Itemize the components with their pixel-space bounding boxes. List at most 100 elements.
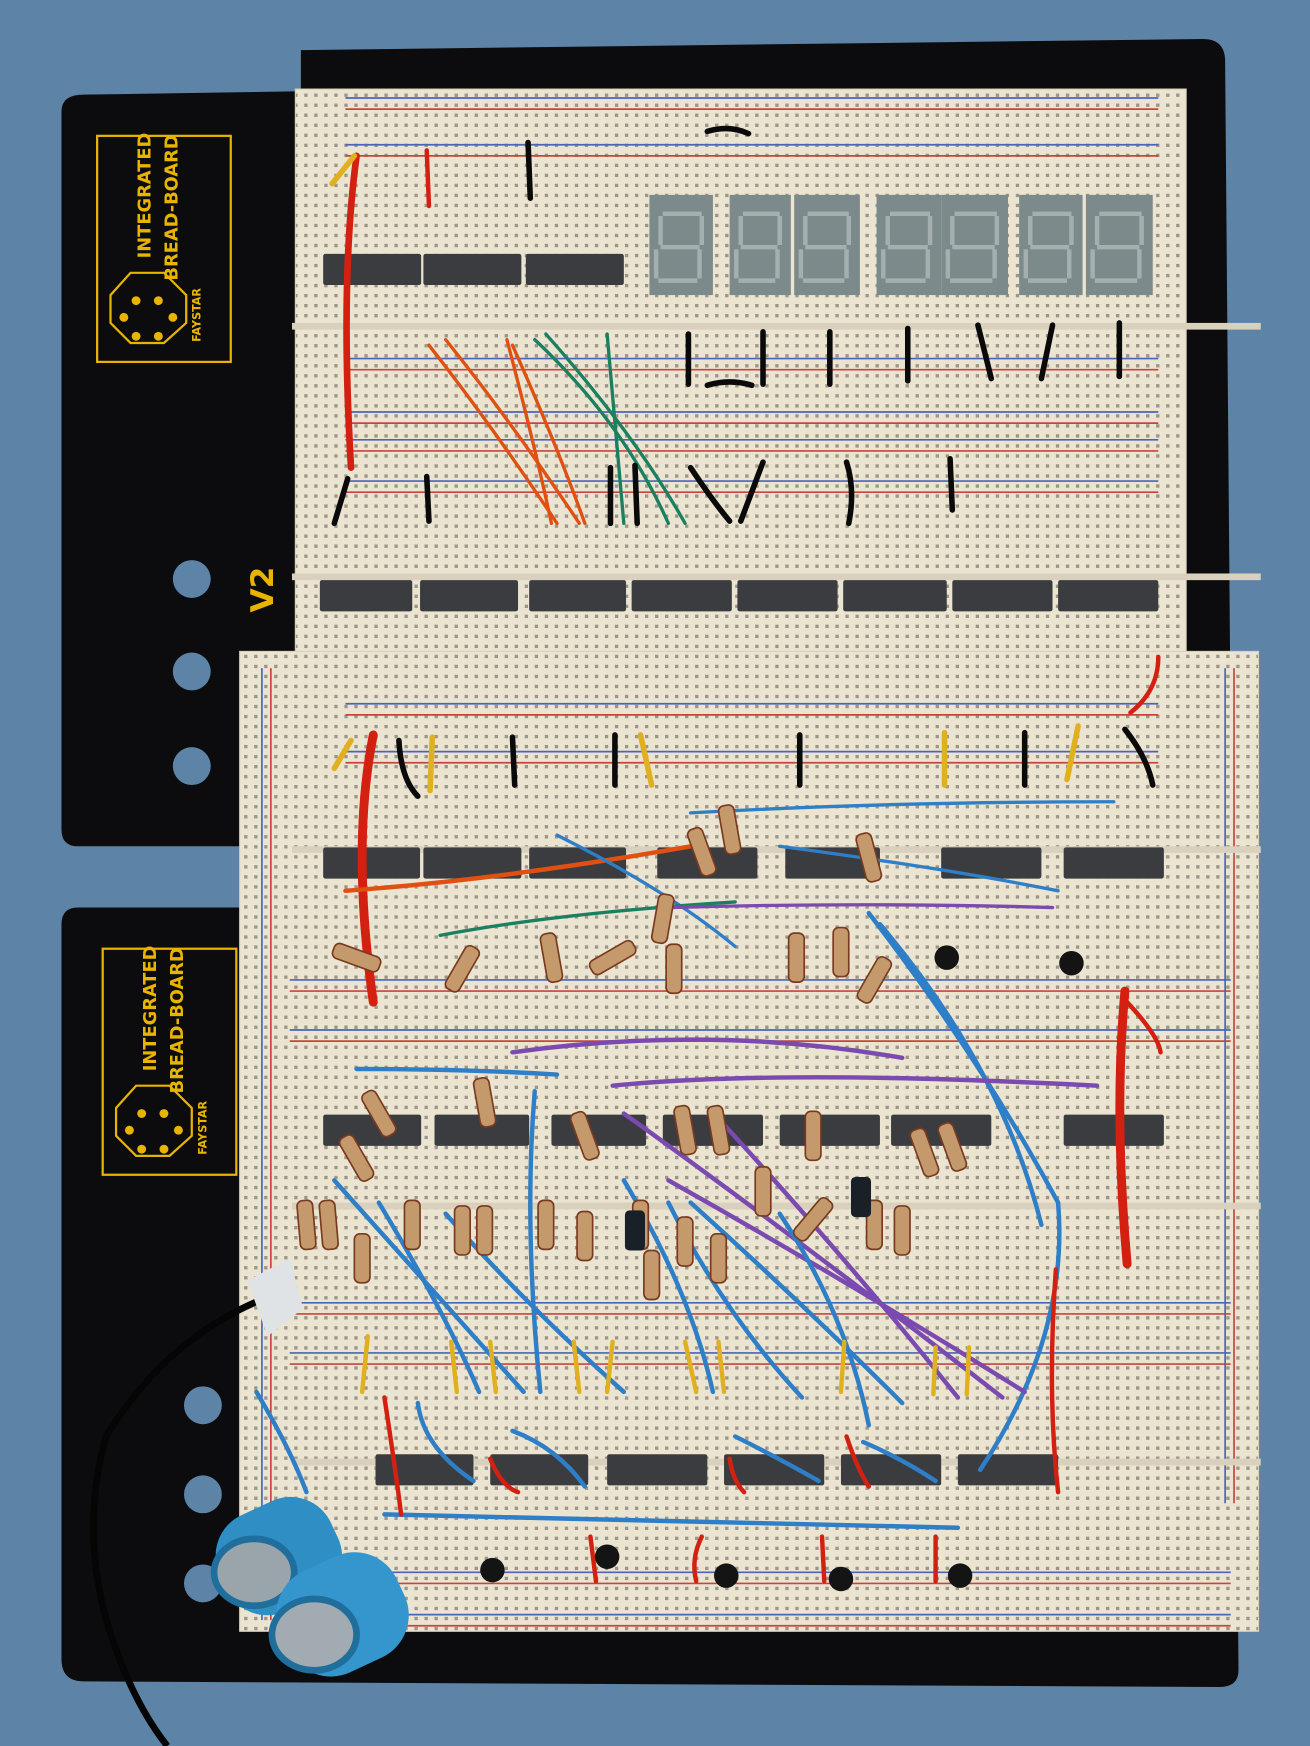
resistor [576,1210,594,1262]
jumper-wire [510,1428,588,1489]
jumper-wire [1128,654,1161,715]
resistor [444,944,481,993]
ic-chip [525,253,624,286]
jumper-wire [687,464,733,524]
ic-chip [607,1454,708,1486]
jumper-wire [448,1339,460,1395]
transistor [1059,950,1084,976]
resistor [686,826,717,877]
resistor [569,1110,600,1161]
ic-chip [952,580,1053,612]
ceramic-capacitor [624,1210,645,1251]
resistor [296,1199,317,1251]
ic-chip [957,1454,1059,1486]
resistor [650,893,675,945]
resistor [787,932,806,983]
jumper-wire [359,1333,370,1395]
jumper-wire [688,800,1116,815]
jumper-wire [1124,999,1163,1055]
star-icon [168,312,178,322]
jumper-wire [415,1400,476,1484]
ic-chip [319,580,413,612]
seven-segment-display [941,194,1008,296]
resistor [331,942,382,973]
jumper-wire [704,379,755,389]
star-icon [173,1125,183,1135]
resistor [476,1205,494,1256]
ic-chip [323,253,422,286]
resistor [361,1089,397,1138]
jumper-wire [487,1456,521,1495]
resistor [893,1205,911,1256]
channel-gap [291,846,1261,853]
transistor [594,1544,620,1569]
logo-line2: BREAD-BOARD [161,134,182,280]
power-cable [90,1294,269,1746]
channel-gap [291,573,1261,581]
jumper-wire [632,462,640,527]
seven-segment-display [729,194,791,296]
jumper-wire [443,337,581,526]
ic-chip [529,580,627,612]
jumper-wire [688,1200,905,1406]
transistor [947,1563,973,1588]
resistor [804,1110,822,1162]
resistor [709,1232,728,1284]
jumper-wire [610,1075,1100,1088]
channel-gap [291,322,1261,330]
jumper-wire [423,473,432,524]
ic-chip [423,847,522,879]
ic-chip [423,253,522,286]
jumper-wire [329,153,358,187]
jumper-wire [844,1434,872,1489]
star-icon [153,296,163,306]
ic-chip [1063,1114,1164,1146]
jumper-wire [778,844,1060,893]
resistor [937,1121,968,1172]
ic-chip [323,1114,422,1146]
jumper-wire [692,1534,704,1584]
resistor [453,1205,471,1256]
jumper-wire [964,1345,972,1397]
jumper-wire [666,1178,1027,1395]
star-icon [159,1144,169,1154]
jumper-wire [510,1037,905,1061]
jumper-wire [487,1339,498,1395]
star-icon [153,331,163,341]
jumper-wire [382,1512,961,1530]
resistor [909,1127,940,1178]
jumper-wire [1064,723,1081,783]
seven-segment-display [649,194,713,296]
resistor [338,1134,375,1182]
version-mark: V2 [245,567,281,613]
electrolytic-capacitor [268,1552,409,1677]
logo-line2: BREAD-BOARD [167,947,188,1093]
jumper-wire [604,1339,615,1395]
star-icon [124,1125,134,1135]
resistor [676,1216,694,1267]
jumper-wire [528,1089,543,1395]
jumper-wire [682,1339,699,1395]
transistor [934,945,959,970]
ic-chip [724,1454,825,1486]
resistor [318,1199,340,1251]
resistor [856,955,893,1004]
jumper-wire [510,343,587,526]
jumper-wire [382,1395,404,1517]
ic-chip [785,847,880,879]
ic-chip [737,580,838,612]
ic-chip [631,580,732,612]
jumper-wire [838,1339,847,1395]
jumper-wire [721,1122,961,1400]
seven-segment-display [1019,194,1083,296]
jumper-wire [424,148,432,209]
resistor [403,1199,421,1251]
jumper-wire [727,1456,747,1495]
resistor [754,1166,772,1217]
resistor [717,804,742,856]
jumper-wire [819,1534,827,1584]
jumper-wire [533,337,671,526]
jumper-wire [331,737,354,772]
